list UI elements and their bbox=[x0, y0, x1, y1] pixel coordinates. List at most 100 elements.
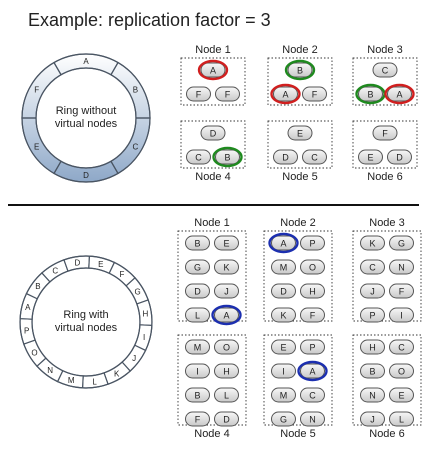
partition-label: C bbox=[369, 263, 376, 273]
partition-pill: P bbox=[360, 307, 385, 323]
partition-pill: C bbox=[302, 149, 327, 165]
partition-label: B bbox=[224, 153, 230, 163]
partition-pill: E bbox=[271, 339, 296, 355]
partition-pill: G bbox=[271, 411, 296, 427]
ring-segment-label: D bbox=[74, 259, 80, 268]
partition-label: D bbox=[396, 153, 403, 163]
ring-segment-label: F bbox=[119, 270, 124, 279]
partition-label: K bbox=[223, 263, 229, 273]
ring-segment-label: A bbox=[25, 303, 31, 312]
partition-label: G bbox=[398, 239, 405, 249]
ring-segment-label: A bbox=[83, 57, 89, 66]
partition-pill: H bbox=[300, 283, 325, 299]
partition-pill: B bbox=[185, 235, 210, 251]
partition-pill: D bbox=[214, 411, 239, 427]
partition-label: M bbox=[194, 343, 202, 353]
partition-pill: B bbox=[212, 146, 243, 168]
partition-label: B bbox=[367, 90, 373, 100]
replica-highlight-ring bbox=[197, 59, 229, 81]
partition-pill: L bbox=[214, 387, 239, 403]
node-label: Node 5 bbox=[282, 171, 317, 183]
partition-label: B bbox=[194, 391, 200, 401]
partition-label: E bbox=[280, 343, 286, 353]
partition-label: O bbox=[309, 263, 316, 273]
node-label: Node 1 bbox=[195, 44, 230, 56]
partition-label: L bbox=[195, 311, 200, 321]
ring-segment-label: F bbox=[34, 86, 39, 95]
partition-label: E bbox=[223, 239, 229, 249]
partition-label: M bbox=[280, 391, 288, 401]
partition-label: D bbox=[223, 415, 230, 425]
partition-pill: N bbox=[389, 259, 414, 275]
ring-segment-label: E bbox=[34, 143, 39, 152]
partition-pill: N bbox=[360, 387, 385, 403]
partition-label: E bbox=[398, 391, 404, 401]
partition-label: H bbox=[369, 343, 376, 353]
ring-segment-label: J bbox=[132, 354, 136, 363]
replica-highlight-ring bbox=[268, 232, 299, 254]
partition-label: A bbox=[396, 90, 402, 100]
partition-pill: B bbox=[360, 363, 385, 379]
partition-pill: G bbox=[389, 235, 414, 251]
ring-segment-label: E bbox=[98, 260, 103, 269]
partition-label: K bbox=[280, 311, 286, 321]
partition-pill: O bbox=[389, 363, 414, 379]
partition-label: C bbox=[195, 153, 202, 163]
replica-highlight-ring bbox=[384, 83, 415, 105]
ring-center-label: Ring without bbox=[56, 105, 117, 117]
ring-segment-label: D bbox=[83, 171, 89, 180]
partition-pill: J bbox=[360, 283, 385, 299]
partition-pill: P bbox=[300, 235, 325, 251]
partition-pill: C bbox=[372, 62, 398, 78]
partition-pill: N bbox=[300, 411, 325, 427]
partition-pill: C bbox=[360, 259, 385, 275]
partition-pill: B bbox=[355, 83, 386, 105]
ring-center-label: virtual nodes bbox=[55, 118, 118, 130]
partition-pill: M bbox=[271, 259, 296, 275]
partition-pill: I bbox=[185, 363, 210, 379]
partition-pill: J bbox=[214, 283, 239, 299]
partition-pill: D bbox=[387, 149, 412, 165]
partition-pill: D bbox=[185, 283, 210, 299]
partition-label: O bbox=[223, 343, 230, 353]
partition-pill: B bbox=[185, 387, 210, 403]
partition-pill: M bbox=[185, 339, 210, 355]
replica-highlight-ring bbox=[212, 146, 243, 168]
partition-label: F bbox=[382, 129, 388, 139]
ring-segment-label: M bbox=[68, 376, 75, 385]
diagram-title: Example: replication factor = 3 bbox=[28, 10, 271, 30]
replica-highlight-ring bbox=[211, 304, 242, 326]
partition-label: A bbox=[282, 90, 288, 100]
partition-pill: A bbox=[268, 232, 299, 254]
ring-segment-label: G bbox=[134, 287, 140, 296]
partition-label: C bbox=[382, 66, 389, 76]
partition-label: N bbox=[398, 263, 405, 273]
partition-pill: O bbox=[300, 259, 325, 275]
partition-label: D bbox=[194, 287, 201, 297]
partition-label: F bbox=[310, 311, 316, 321]
partition-pill: J bbox=[360, 411, 385, 427]
partition-label: E bbox=[367, 153, 373, 163]
partition-pill: L bbox=[185, 307, 210, 323]
partition-label: F bbox=[225, 90, 231, 100]
node-label: Node 6 bbox=[369, 428, 404, 440]
partition-pill: A bbox=[211, 304, 242, 326]
partition-label: I bbox=[282, 367, 285, 377]
partition-pill: M bbox=[271, 387, 296, 403]
ring-segment-label: N bbox=[47, 366, 53, 375]
partition-label: A bbox=[280, 239, 286, 249]
partition-pill: H bbox=[214, 363, 239, 379]
partition-pill: B bbox=[284, 59, 316, 81]
partition-pill: C bbox=[389, 339, 414, 355]
ring-segment-label: B bbox=[35, 282, 40, 291]
